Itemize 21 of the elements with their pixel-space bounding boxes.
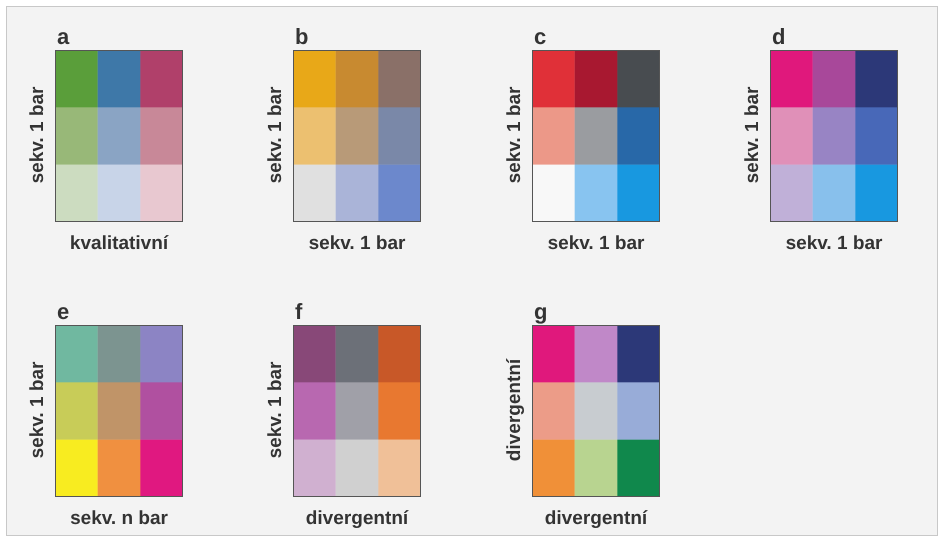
axis-label: kvalitativní: [70, 234, 168, 253]
axis-label: sekv. 1 bar: [308, 234, 406, 253]
axis-label: divergentní: [306, 509, 408, 528]
panel-letter: f: [295, 301, 302, 323]
panel-letter: g: [534, 301, 548, 323]
axis-label: sekv. 1 bar: [742, 86, 762, 184]
axis-label: sekv. 1 bar: [28, 362, 46, 458]
panel-letter: e: [57, 301, 70, 323]
axis-label: sekv. 1 bar: [266, 86, 284, 184]
axis-label: sekv. 1 bar: [504, 86, 524, 184]
axis-label: sekv. n bar: [70, 509, 168, 528]
axis-label: sekv. 1 bar: [28, 86, 46, 184]
axis-label: divergentní: [504, 358, 524, 462]
axis-label: divergentní: [544, 509, 648, 528]
axis-label: sekv. 1 bar: [548, 234, 644, 253]
panel-letter: b: [295, 26, 308, 48]
panel-letter: c: [534, 26, 546, 48]
axis-label: sekv. 1 bar: [786, 234, 882, 253]
axis-label: sekv. 1 bar: [266, 362, 284, 458]
panel-letter: d: [772, 26, 786, 48]
panel-letter: a: [57, 26, 70, 48]
